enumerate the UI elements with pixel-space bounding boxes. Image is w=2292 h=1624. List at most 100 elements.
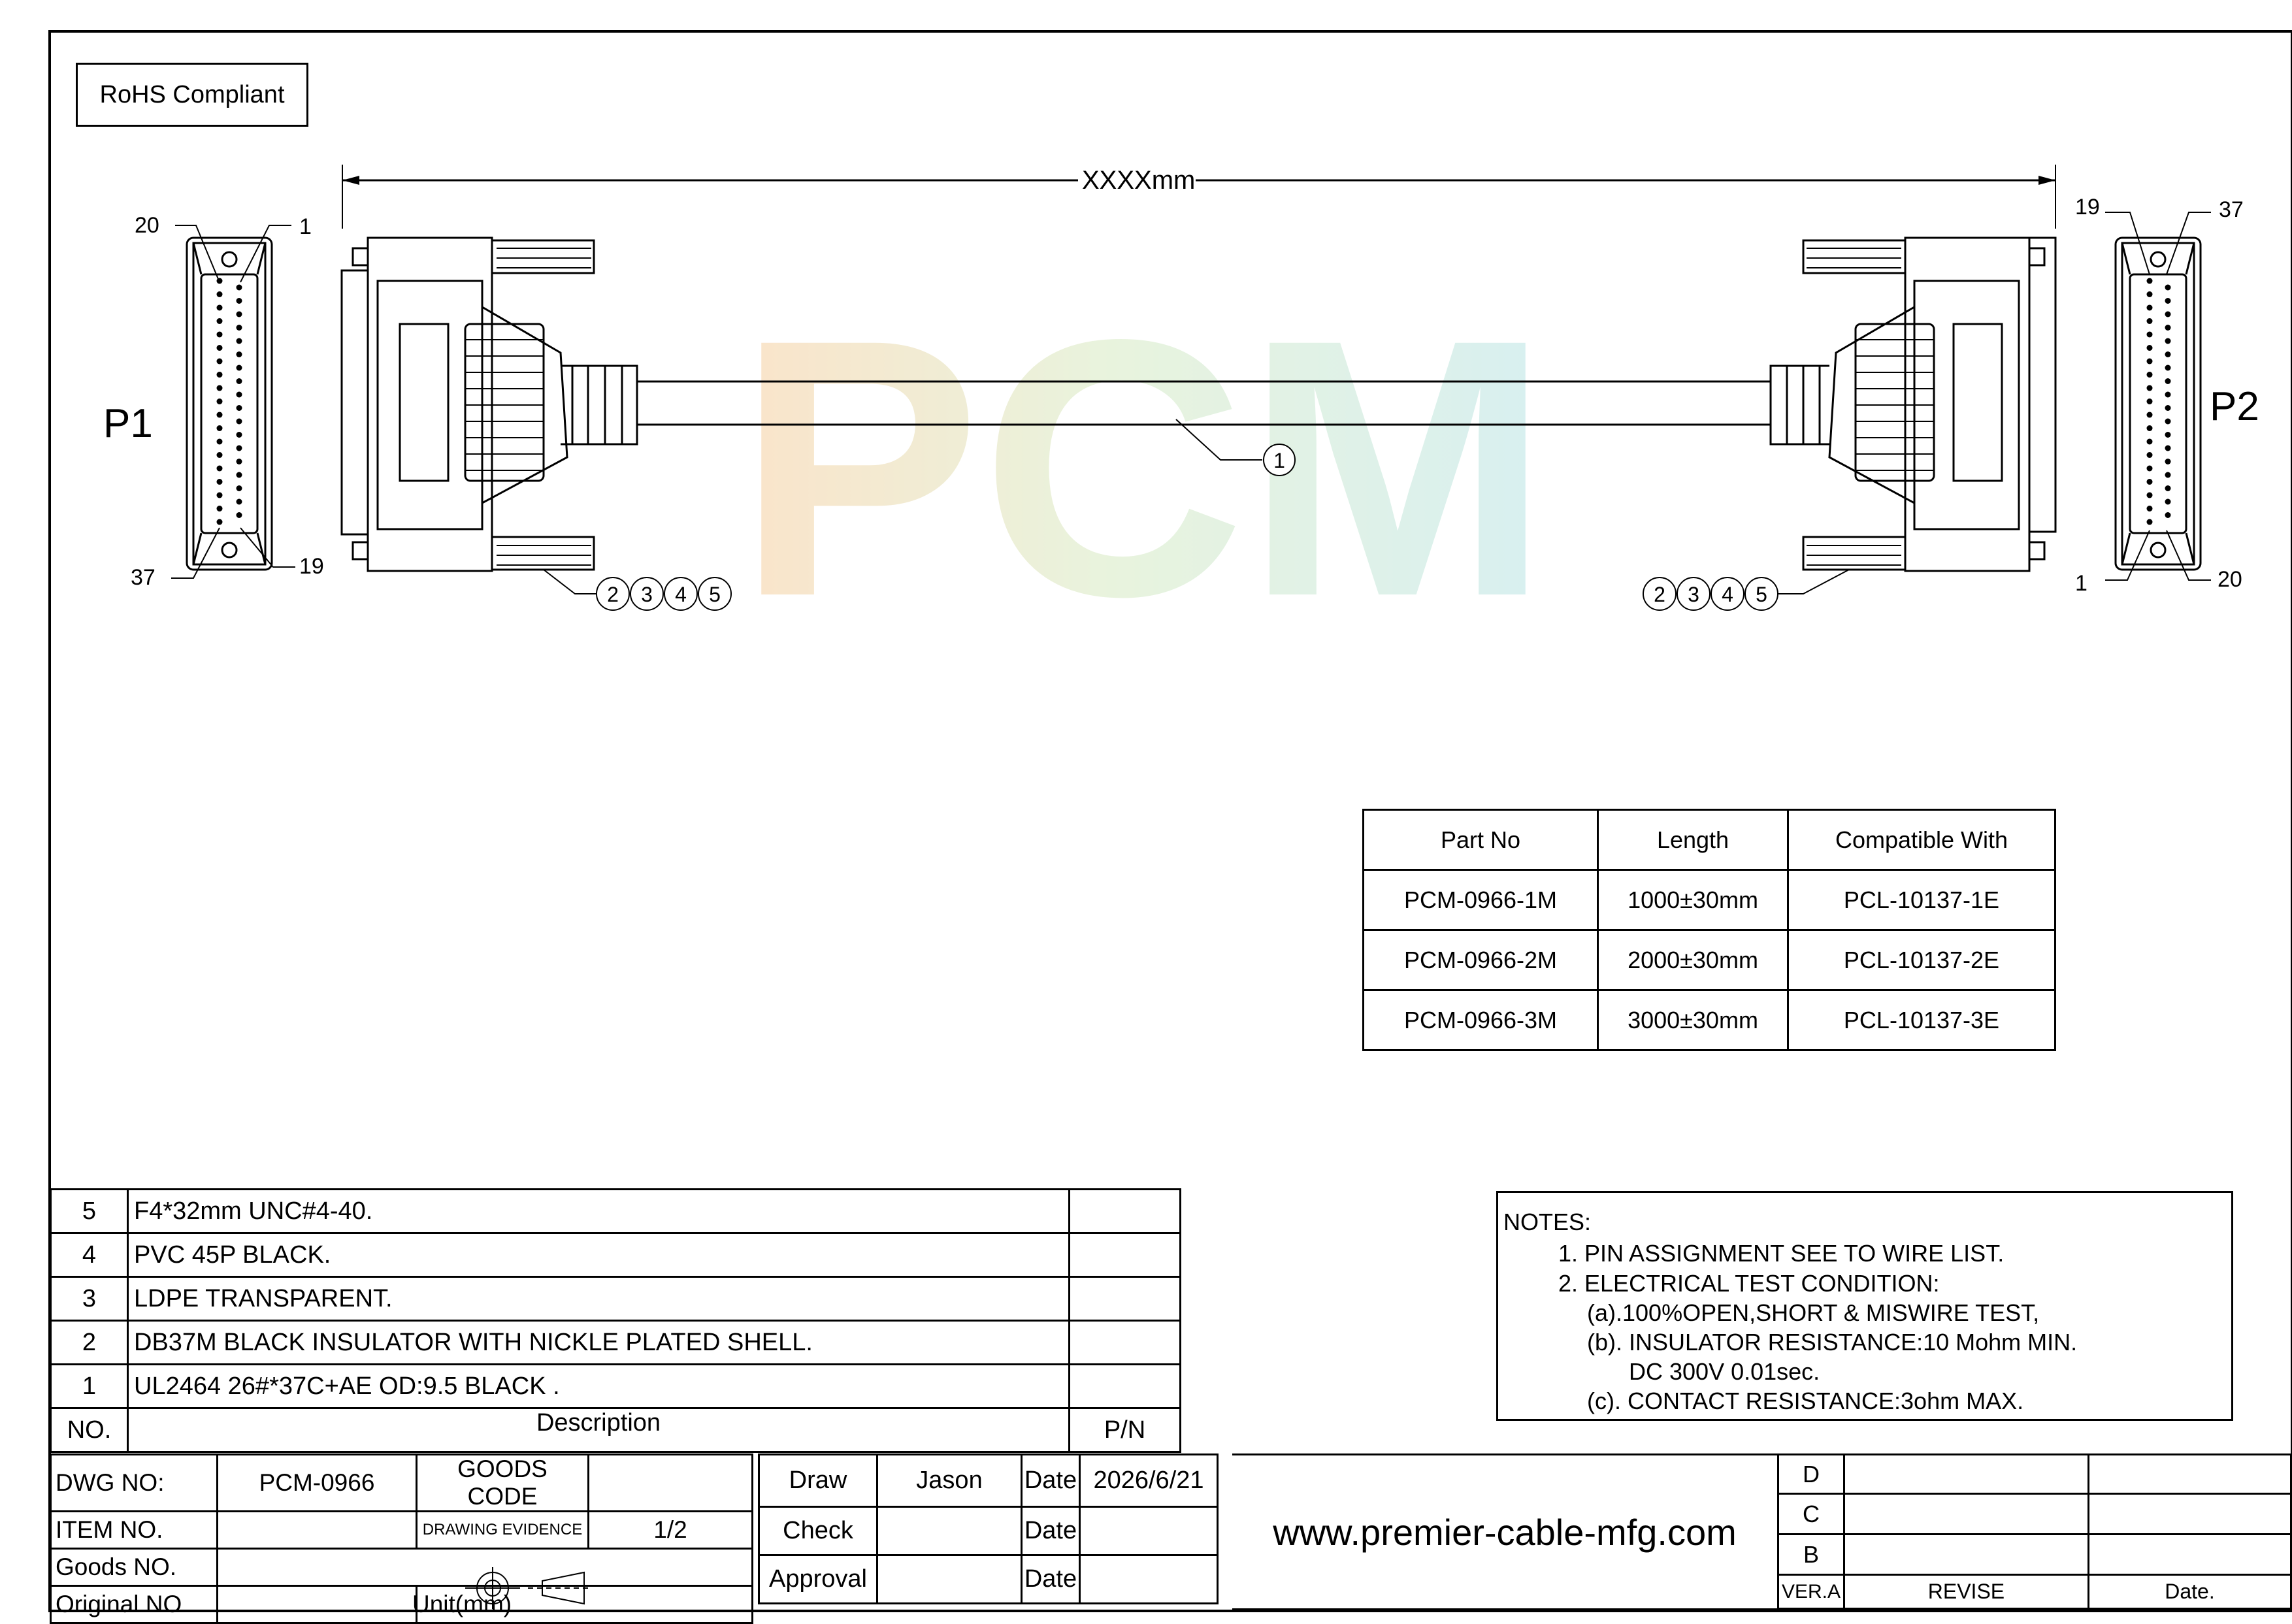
bom-no: 2 — [50, 1320, 129, 1365]
rev-d-desc — [1842, 1453, 2089, 1495]
goods-no-value — [216, 1548, 753, 1587]
contact-pin — [2165, 284, 2171, 291]
bom-header-desc: Description — [127, 1407, 1070, 1453]
check-name — [876, 1506, 1023, 1556]
balloon-4-right: 4 — [1722, 583, 1733, 606]
contact-pin — [2165, 498, 2171, 505]
note-line: (b). INSULATOR RESISTANCE:10 Mohm MIN. — [1587, 1329, 2078, 1356]
contact-pin — [236, 325, 242, 331]
original-no-value — [216, 1585, 417, 1624]
bom-pn — [1068, 1363, 1181, 1409]
note-line: 1. PIN ASSIGNMENT SEE TO WIRE LIST. — [1558, 1240, 2005, 1267]
ver-label: VER.A — [1777, 1574, 1845, 1610]
contact-pin — [2165, 378, 2171, 384]
notes-title: NOTES: — [1503, 1209, 1592, 1235]
contact-pin — [2146, 398, 2153, 404]
contact-pin — [2146, 291, 2153, 297]
contact-pin — [236, 445, 242, 451]
p2-pin-1: 1 — [2075, 571, 2087, 596]
contact-pin — [216, 318, 223, 324]
bom-desc: LDPE TRANSPARENT. — [127, 1276, 1070, 1322]
contact-pin — [236, 378, 242, 384]
part-no-cell: PCM-0966-3M — [1362, 989, 1599, 1051]
unit-cell: Unit(mm) — [412, 1585, 753, 1624]
p2-pin-37: 37 — [2219, 197, 2244, 222]
approval-label: Approval — [758, 1554, 878, 1604]
rev-c: C — [1777, 1493, 1845, 1535]
contact-pin — [2165, 311, 2171, 317]
length-cell: 2000±30mm — [1597, 929, 1789, 991]
contact-pin — [216, 492, 223, 498]
contact-pin — [236, 391, 242, 398]
contact-pin — [236, 365, 242, 371]
goods-code-label: GOODS CODE — [416, 1453, 589, 1512]
contact-pin — [216, 438, 223, 445]
contact-pin — [2165, 391, 2171, 398]
check-date-label: Date — [1021, 1506, 1081, 1556]
draw-label: Draw — [758, 1453, 878, 1508]
contact-pin — [216, 412, 223, 418]
contact-pin — [2165, 325, 2171, 331]
bom-pn — [1068, 1320, 1181, 1365]
p1-side-view — [340, 236, 638, 572]
bom-desc: PVC 45P BLACK. — [127, 1232, 1070, 1278]
table-row: PCM-0966-2M 2000±30mm PCL-10137-2E — [1362, 929, 2056, 991]
balloon-3-left: 3 — [641, 583, 653, 606]
p2-pins — [2146, 278, 2171, 525]
balloon-1: 1 — [1273, 449, 1285, 472]
contact-pin — [2165, 485, 2171, 491]
goods-no-label: Goods NO. — [50, 1548, 218, 1587]
notes-box: NOTES: 1. PIN ASSIGNMENT SEE TO WIRE LIS… — [1496, 1191, 2233, 1421]
rev-c-desc — [1842, 1493, 2089, 1535]
rev-d-date — [2087, 1453, 2292, 1495]
contact-pin — [2146, 492, 2153, 498]
note-line: (c). CONTACT RESISTANCE:3ohm MAX. — [1587, 1388, 2024, 1414]
contact-pin — [2165, 365, 2171, 371]
approval-date — [1079, 1554, 1219, 1604]
p1-pin-1: 1 — [299, 214, 312, 239]
contact-pin — [2165, 405, 2171, 411]
bom-no: 4 — [50, 1232, 129, 1278]
balloon-5-right: 5 — [1756, 583, 1767, 606]
p1-face-view — [186, 236, 273, 571]
contact-pin — [2146, 278, 2153, 284]
bom-no: 5 — [50, 1188, 129, 1234]
table-row: PCM-0966-1M 1000±30mm PCL-10137-1E — [1362, 869, 2056, 931]
contact-pin — [2146, 412, 2153, 418]
contact-pin — [2146, 358, 2153, 365]
contact-pin — [2146, 385, 2153, 391]
note-line: DC 300V 0.01sec. — [1629, 1358, 1820, 1385]
contact-pin — [2165, 432, 2171, 438]
dwg-no-label: DWG NO: — [50, 1453, 218, 1512]
contact-pin — [236, 351, 242, 357]
bom-no: 1 — [50, 1363, 129, 1409]
contact-pin — [216, 291, 223, 297]
bom-pn — [1068, 1188, 1181, 1234]
bom-header-no: NO. — [50, 1407, 129, 1453]
contact-pin — [216, 331, 223, 338]
draw-date-label: Date — [1021, 1453, 1081, 1508]
contact-pin — [2165, 472, 2171, 478]
rev-c-date — [2087, 1493, 2292, 1535]
note-line: 2. ELECTRICAL TEST CONDITION: — [1558, 1270, 1940, 1297]
contact-pin — [2146, 506, 2153, 512]
part-no-cell: PCM-0966-2M — [1362, 929, 1599, 991]
header-length: Length — [1597, 809, 1789, 871]
p2-label: P2 — [2210, 384, 2259, 429]
part-table-header: Part No Length Compatible With — [1362, 809, 2056, 871]
original-no-label: Original NO. — [50, 1585, 218, 1624]
header-compatible: Compatible With — [1787, 809, 2056, 871]
p1-pins — [216, 278, 242, 525]
compatible-cell: PCL-10137-2E — [1787, 929, 2056, 991]
rohs-badge: RoHS Compliant — [76, 63, 308, 127]
drawing-evidence-label: DRAWING EVIDENCE — [416, 1510, 589, 1550]
contact-pin — [2165, 298, 2171, 304]
contact-pin — [236, 498, 242, 505]
company-website[interactable]: www.premier-cable-mfg.com — [1273, 1511, 1737, 1553]
contact-pin — [216, 452, 223, 458]
approval-block: Draw Jason Date 2026/6/21 Check Date App… — [758, 1453, 1219, 1604]
